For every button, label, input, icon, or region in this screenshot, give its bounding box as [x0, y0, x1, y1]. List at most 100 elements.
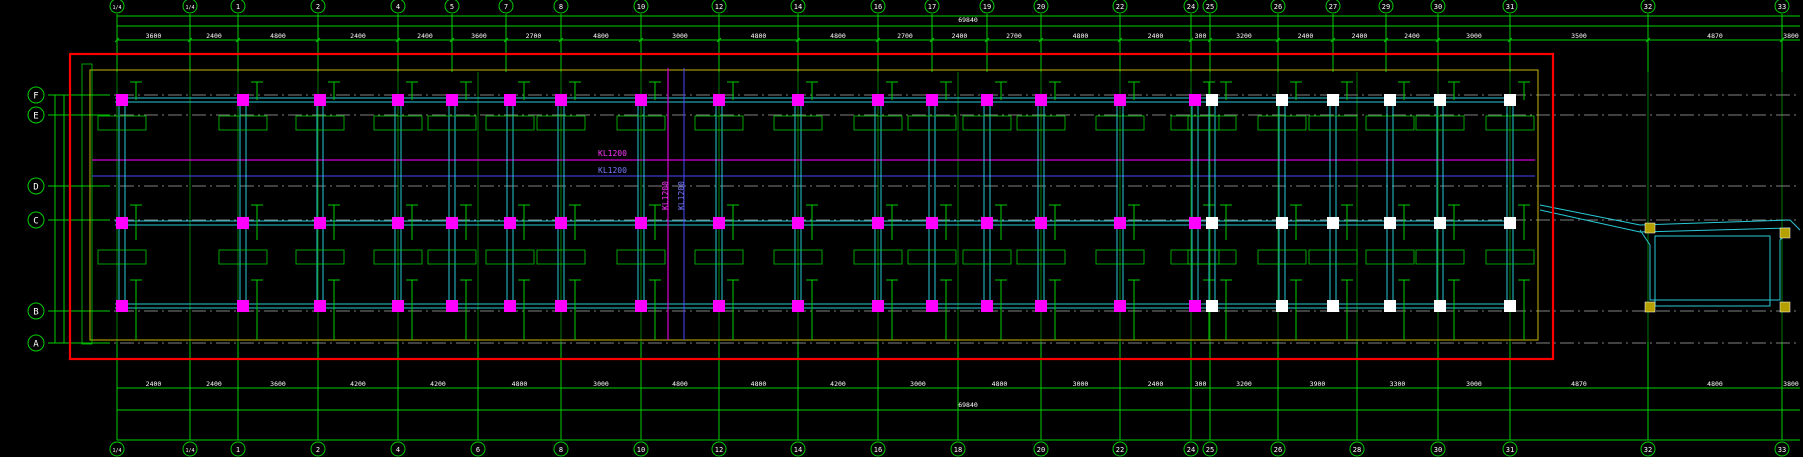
axis-bubble-top	[310, 0, 326, 14]
axis-bubble-bottom	[1774, 441, 1790, 457]
dimension-text-top: 2400	[1298, 32, 1314, 40]
beam-tag-box	[536, 249, 586, 265]
column-far	[1779, 227, 1791, 239]
axis-bubble-top	[230, 0, 246, 14]
right-ramp	[1539, 209, 1791, 233]
axis-label-top: 31	[1506, 3, 1514, 11]
axis-label-top: 12	[715, 3, 723, 11]
axis-label-left: B	[33, 308, 38, 318]
axis-label-bottom: 1	[236, 446, 240, 454]
dimension-tick	[1117, 37, 1123, 43]
axis-bubble-top	[790, 0, 806, 14]
axis-label-bottom: 1/4	[112, 448, 121, 454]
dimension-text-bottom: 4870	[1571, 380, 1587, 388]
axis-label-top: 4	[396, 3, 400, 11]
selection-rectangle[interactable]	[68, 52, 1555, 361]
beam-tag-box	[616, 249, 666, 265]
dimension-text-bottom: 4800	[992, 380, 1008, 388]
dimension-text-bottom: 4200	[350, 380, 366, 388]
axis-bubble-bottom	[1270, 441, 1286, 457]
dimension-tick	[1779, 37, 1785, 43]
column	[1206, 94, 1218, 106]
axis-bubble-bottom	[1640, 441, 1656, 457]
axis-bubble-bottom	[230, 441, 246, 457]
dimension-tick	[1645, 37, 1651, 43]
dimension-text-top: 3800	[1783, 32, 1799, 40]
beam-tag-box	[962, 249, 1012, 265]
axis-label-left: C	[33, 217, 38, 227]
column	[116, 94, 128, 106]
dimension-text-bottom: 2400	[206, 380, 222, 388]
dimension-tick	[1207, 37, 1213, 43]
axis-label-top: 10	[637, 3, 645, 11]
axis-bubble-top	[1033, 0, 1049, 14]
blue-beam-label: KL1200	[598, 166, 627, 175]
axis-label-bottom: 22	[1116, 446, 1124, 454]
column	[1434, 94, 1446, 106]
axis-label-top: 24	[1187, 3, 1195, 11]
dimension-tick	[315, 37, 321, 43]
dimension-text-top: 3500	[1571, 32, 1587, 40]
dimension-tick	[929, 37, 935, 43]
axis-bubble-top	[1502, 0, 1518, 14]
dimension-text-top: 300	[1195, 32, 1207, 40]
axis-label-top: 16	[874, 3, 882, 11]
dimension-text-top: 2400	[417, 32, 433, 40]
beam-tag-box	[485, 115, 535, 131]
beam-tag-box	[616, 115, 666, 131]
axis-label-top: 19	[983, 3, 991, 11]
axis-label-top: 22	[1116, 3, 1124, 11]
axis-bubble-top	[1112, 0, 1128, 14]
column	[446, 94, 458, 106]
dimension-text-top: 2400	[1148, 32, 1164, 40]
axis-label-bottom: 25	[1206, 446, 1214, 454]
annotation-layer: KL1200 KL1200 KL1200 KL1200	[598, 149, 686, 210]
column	[116, 300, 128, 312]
axis-label-top: 14	[794, 3, 802, 11]
axis-bubble-bottom	[950, 441, 966, 457]
dimension-text-bottom: 3000	[593, 380, 609, 388]
axis-label-bottom: 14	[794, 446, 802, 454]
column	[392, 300, 404, 312]
beam-tag-box	[373, 115, 423, 131]
axis-label-top: 5	[450, 3, 454, 11]
axis-label-top: 1/4	[185, 5, 194, 11]
grid-lines-layer	[48, 14, 1800, 440]
column-far	[1644, 222, 1656, 234]
beam-tag-box	[295, 115, 345, 131]
column	[1189, 300, 1201, 312]
axis-label-top: 27	[1329, 3, 1337, 11]
axis-bubble-top	[1183, 0, 1199, 14]
beam-tag-box	[1308, 115, 1358, 131]
dimension-tick	[795, 37, 801, 43]
beam-tag-box	[1308, 249, 1358, 265]
dimension-tick	[1188, 37, 1194, 43]
axis-bubble-bottom	[1033, 441, 1049, 457]
dimension-text-bottom: 4200	[830, 380, 846, 388]
beam-tag-box	[773, 115, 823, 131]
column	[314, 300, 326, 312]
axis-label-top: 20	[1037, 3, 1045, 11]
beam-tag-box	[907, 115, 957, 131]
dimension-text-top: 3200	[1236, 32, 1252, 40]
axis-label-bottom: 33	[1778, 446, 1786, 454]
dimension-text-top: 4800	[593, 32, 609, 40]
axis-label-bottom: 1/4	[185, 448, 194, 454]
dimension-text-top: 2700	[897, 32, 913, 40]
column	[1035, 217, 1047, 229]
beam-tag-box	[1365, 249, 1415, 265]
dimension-text-bottom: 2400	[146, 380, 162, 388]
axis-bubble-bottom	[1112, 441, 1128, 457]
beam-tag-box	[1016, 249, 1066, 265]
beam-tag-box	[962, 115, 1012, 131]
column	[1434, 217, 1446, 229]
beam-tag-box	[1187, 115, 1237, 131]
dimension-text-top: 3600	[471, 32, 487, 40]
column	[792, 94, 804, 106]
beam-tag-box	[427, 115, 477, 131]
column	[1276, 217, 1288, 229]
column	[1035, 94, 1047, 106]
